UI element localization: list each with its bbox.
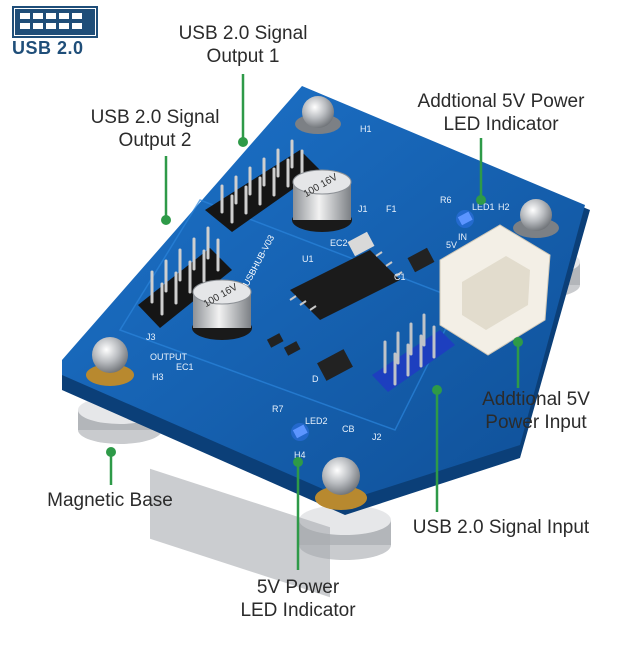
silkscreen-j2: J2 — [372, 432, 382, 442]
silkscreen-j1: J1 — [358, 204, 368, 214]
input-pin-header — [372, 313, 455, 392]
led2-indicator — [291, 423, 309, 441]
label-additional-5v-power-led: Addtional 5V Power LED Indicator — [417, 91, 585, 135]
hub-controller-chip — [266, 231, 435, 381]
leader-lines — [106, 74, 523, 570]
usb-logo — [12, 6, 98, 66]
leader-power-led-dot — [293, 457, 303, 467]
usb-port-grid-icon — [12, 6, 98, 38]
led1-indicator — [456, 210, 474, 228]
label-usb-signal-output-2: USB 2.0 Signal Output 2 — [90, 107, 220, 151]
silkscreen-ec1: EC1 — [176, 362, 194, 372]
output-2-pin-header — [138, 226, 232, 328]
silkscreen-5v: 5V — [446, 240, 457, 250]
silkscreen-j3: J3 — [146, 332, 156, 342]
silkscreen-d: D — [312, 374, 319, 384]
output-1-pin-header — [205, 139, 320, 232]
silkscreen-h1: H1 — [360, 124, 372, 134]
silkscreen-r6: R6 — [440, 195, 452, 205]
label-additional-5v-power-input: Addtional 5V Power Input — [482, 389, 590, 433]
cap-nut-h4 — [315, 457, 367, 510]
silkscreen-led2: LED2 — [305, 416, 328, 426]
silkscreen-h2: H2 — [498, 202, 510, 212]
silkscreen-r7: R7 — [272, 404, 284, 414]
label-5v-power-led: 5V Power LED Indicator — [240, 577, 356, 621]
cap-nut-h2 — [513, 199, 559, 238]
silkscreen-ec2: EC2 — [330, 238, 348, 248]
label-usb-signal-output-1: USB 2.0 Signal Output 1 — [178, 23, 308, 67]
usb-logo-text: USB 2.0 — [12, 38, 84, 58]
silkscreen-cb: CB — [342, 424, 355, 434]
leader-output-1-dot — [238, 137, 248, 147]
silkscreen-f1: F1 — [386, 204, 397, 214]
leader-signal-input-dot — [432, 385, 442, 395]
power-input-connector — [439, 224, 551, 356]
capacitor-ec2 — [292, 169, 352, 232]
leader-output-2-dot — [161, 215, 171, 225]
silkscreen-h3: H3 — [152, 372, 164, 382]
silkscreen-in: IN — [458, 232, 467, 242]
silkscreen-output: OUTPUT — [150, 352, 188, 362]
leader-additional-input-dot — [513, 337, 523, 347]
label-usb-signal-input: USB 2.0 Signal Input — [412, 517, 590, 538]
cap-nut-h1 — [295, 96, 341, 134]
cap-nut-h3 — [86, 337, 134, 386]
silkscreen-led1: LED1 — [472, 202, 495, 212]
silkscreen-c1: C1 — [394, 272, 406, 282]
silkscreen-u1: U1 — [302, 254, 314, 264]
silkscreen-h4: H4 — [294, 450, 306, 460]
leader-additional-led-dot — [476, 195, 486, 205]
capacitor-ec1 — [192, 279, 252, 340]
label-magnetic-base: Magnetic Base — [47, 490, 173, 511]
pcb-silkscreen-labels: H1 H2 H3 H4 LED1 LED2 R6 R7 U1 D C1 J1 J… — [146, 124, 510, 460]
leader-magnetic-base-dot — [106, 447, 116, 457]
